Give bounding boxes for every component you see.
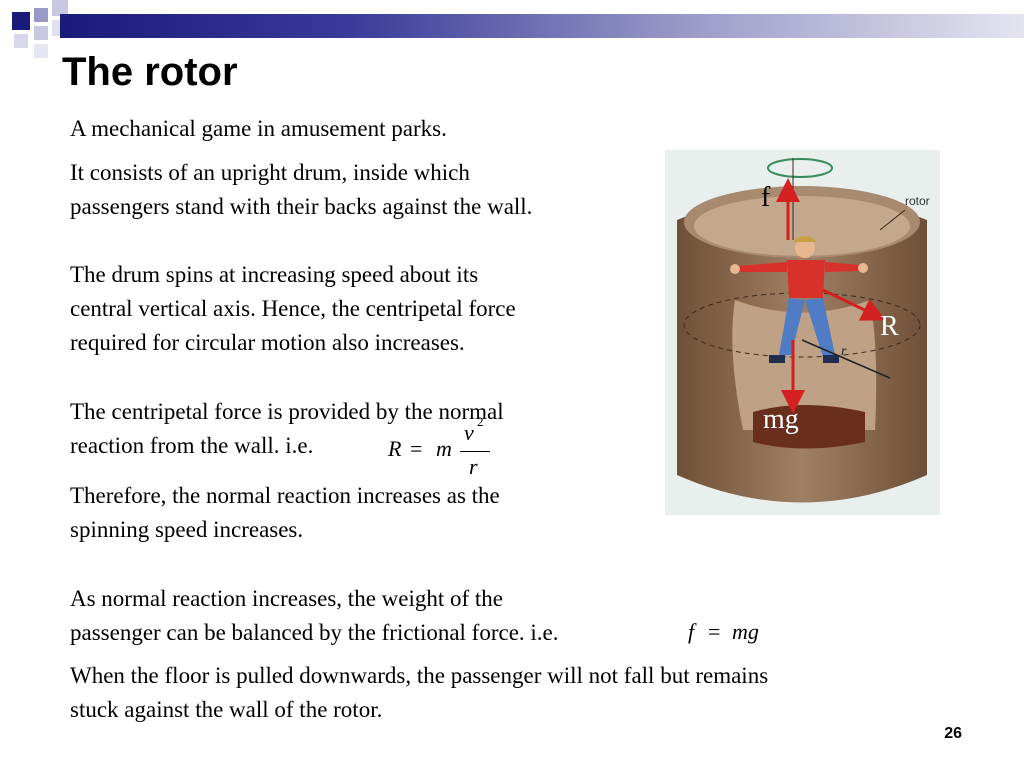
weight-label: mg (763, 404, 799, 435)
passenger-figure (730, 236, 868, 363)
formula-r-symbol: R (388, 436, 402, 461)
paragraph-weight-line2: passenger can be balanced by the frictio… (70, 620, 559, 645)
paragraph-intro: A mechanical game in amusement parks. (70, 116, 447, 141)
paragraph-drum-line2: passengers stand with their backs agains… (70, 194, 533, 219)
header-bar (60, 14, 1024, 38)
normal-reaction-arrow (822, 288, 886, 321)
formula-exponent: 2 (477, 414, 484, 429)
drum-floor (753, 405, 865, 449)
page-number: 26 (944, 725, 962, 742)
paragraph-normal-line1: The centripetal force is provided by the… (70, 399, 504, 424)
formula-mg: mg (732, 619, 759, 644)
paragraph-normal-line2: reaction from the wall. i.e. (70, 433, 314, 458)
paragraph-spin-line3: required for circular motion also increa… (70, 330, 465, 355)
paragraph-floor-line2: stuck against the wall of the rotor. (70, 697, 383, 722)
paragraph-spin-line1: The drum spins at increasing speed about… (70, 262, 479, 287)
formula-radius: r (469, 454, 478, 479)
drum-inner-wall (694, 196, 910, 256)
formula-velocity: v (464, 420, 474, 445)
rotor-label: rotor (905, 194, 930, 208)
paragraph-drum-line1: It consists of an upright drum, inside w… (70, 160, 470, 185)
rotor-illustration: rotor f R mg r (665, 150, 940, 515)
formula-fraction-bar (460, 451, 490, 452)
friction-label: f (761, 182, 771, 213)
formula-equals: = (708, 619, 721, 644)
paragraph-therefore-line1: Therefore, the normal reaction increases… (70, 483, 500, 508)
paragraph-weight-line1: As normal reaction increases, the weight… (70, 586, 504, 611)
paragraph-floor-line1: When the floor is pulled downwards, the … (70, 663, 769, 688)
radius-line (801, 339, 891, 379)
paragraph-therefore-line2: spinning speed increases. (70, 517, 304, 542)
rotor-leader-line (879, 209, 906, 231)
formula-equals: = (410, 436, 423, 461)
slide-title: The rotor (62, 50, 238, 94)
normal-reaction-label: R (880, 311, 899, 342)
rotation-arrow (767, 158, 833, 178)
drum-cutaway (732, 300, 877, 430)
paragraph-spin-line2: central vertical axis. Hence, the centri… (70, 296, 516, 321)
radius-label: r (841, 344, 847, 359)
formula-mass: m (436, 436, 452, 461)
formula-f-symbol: f (688, 619, 695, 644)
